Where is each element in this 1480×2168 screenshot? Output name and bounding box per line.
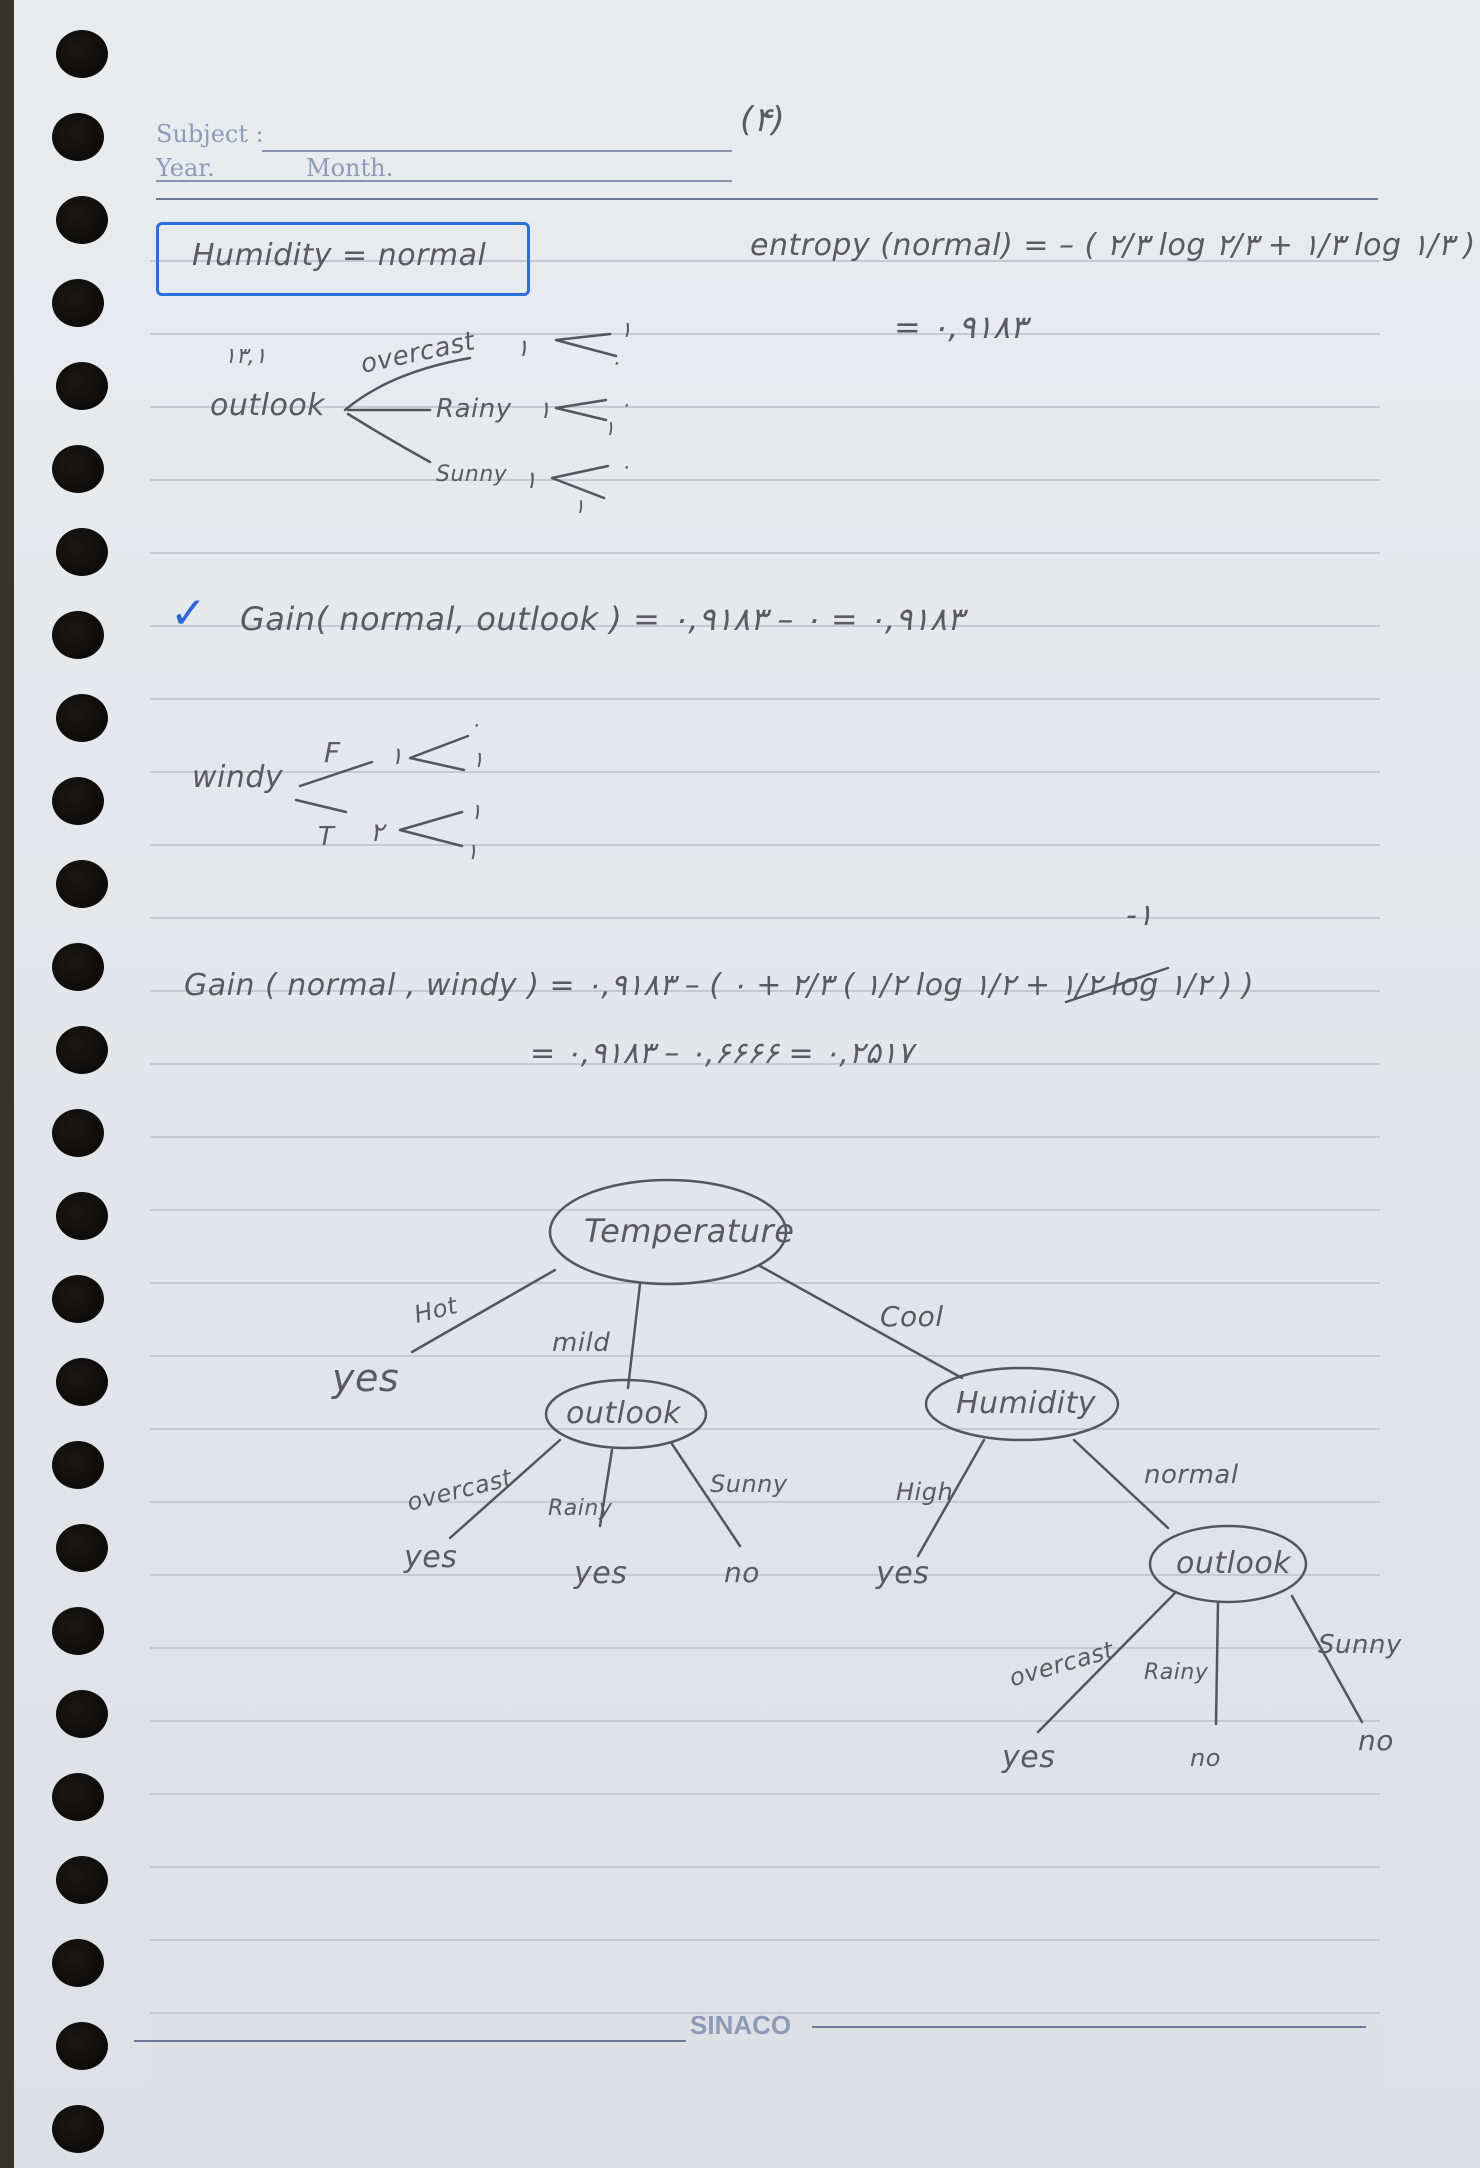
windy-branch-f-count: ۱ xyxy=(390,742,403,770)
footer-rule-left xyxy=(134,2040,686,2042)
leaf-hot-yes: yes xyxy=(332,1356,400,1400)
windy-branch-f-y: ۰ xyxy=(470,712,481,736)
gain-windy-line-1: Gain ( normal , windy ) = ۰,۹۱۸۳ – ( ۰ +… xyxy=(184,968,1254,1003)
branch-sunny-label: Sunny xyxy=(436,462,508,487)
leaf-sunny-no: no xyxy=(724,1556,760,1589)
windy-attribute: windy xyxy=(192,760,284,795)
binding-hole xyxy=(56,1524,108,1572)
checkmark-icon: ✓ xyxy=(170,588,207,639)
windy-branch-t-n: ۱ xyxy=(466,840,478,865)
binding-hole xyxy=(52,777,104,825)
edge-high: High xyxy=(896,1478,954,1506)
binding-hole xyxy=(52,279,104,327)
binding-hole xyxy=(56,1856,108,1904)
binding-hole xyxy=(56,1192,108,1240)
binding-hole xyxy=(52,445,104,493)
windy-branch-t-label: T xyxy=(318,822,335,852)
branch-sunny-count: ۱ xyxy=(524,466,537,494)
edge-rainy-right: Rainy xyxy=(1144,1660,1209,1685)
header-rule xyxy=(156,198,1378,200)
ruled-lines xyxy=(150,0,1380,2168)
year-label: Year. xyxy=(156,154,215,182)
binding-hole xyxy=(52,943,104,991)
binding-hole xyxy=(52,2105,104,2153)
binding-hole xyxy=(56,860,108,908)
edge-sunny-left: Sunny xyxy=(710,1470,788,1498)
binding-hole xyxy=(52,1773,104,1821)
binding-hole xyxy=(52,1275,104,1323)
windy-branch-t-count: ۲ xyxy=(370,818,384,848)
windy-branch-f-n: ۱ xyxy=(472,748,484,773)
branch-overcast-n: ۰ xyxy=(610,350,621,374)
leaf-high-yes: yes xyxy=(876,1556,930,1591)
binding-hole xyxy=(56,196,108,244)
binding-hole xyxy=(52,1607,104,1655)
footer-brand: SINACO xyxy=(690,2010,792,2040)
edge-rainy-left: Rainy xyxy=(548,1496,613,1521)
subject-label: Subject : xyxy=(156,120,264,148)
binding-hole xyxy=(56,2022,108,2070)
binding-hole xyxy=(52,113,104,161)
gain-windy-line-2: = ۰,۹۱۸۳ – ۰,۶۶۶۶ = ۰,۲۵۱۷ xyxy=(530,1036,914,1071)
gain-outlook: Gain( normal, outlook ) = ۰,۹۱۸۳ – ۰ = ۰… xyxy=(240,600,964,638)
branch-overcast-count: ۱ xyxy=(516,334,529,362)
month-label: Month. xyxy=(306,154,394,182)
branch-rainy-n: ۱ xyxy=(604,416,615,440)
leaf-sunny2-no: no xyxy=(1358,1724,1394,1757)
binding-hole xyxy=(52,1441,104,1489)
binding-hole xyxy=(56,30,108,78)
tree-root-node: Temperature xyxy=(584,1212,795,1250)
outlook-attribute: outlook xyxy=(210,388,326,423)
branch-rainy-y: ۰ xyxy=(620,392,631,416)
leaf-rainy-yes: yes xyxy=(574,1556,628,1591)
page-number: (۴) xyxy=(740,100,785,140)
entropy-line-2: = ۰,۹۱۸۳ xyxy=(894,308,1028,346)
binding-hole xyxy=(56,1690,108,1738)
leaf-overcast-yes: yes xyxy=(404,1540,458,1575)
binding-hole xyxy=(56,362,108,410)
entropy-line-1: entropy (normal) = – ( ۲/۳ log ۲/۳ + ۱/۳… xyxy=(750,228,1476,263)
edge-mild: mild xyxy=(552,1328,611,1358)
branch-overcast-y: ۱ xyxy=(620,318,632,343)
node-outlook-right: outlook xyxy=(1176,1546,1292,1581)
footer-rule-right xyxy=(812,2026,1366,2028)
binding-hole xyxy=(52,1939,104,1987)
edge-cool: Cool xyxy=(880,1300,944,1333)
binding-hole xyxy=(52,1109,104,1157)
section-title-box xyxy=(156,222,530,296)
windy-branch-t-y: ۱ xyxy=(470,800,482,825)
node-humidity: Humidity xyxy=(956,1386,1097,1421)
edge-sunny-right: Sunny xyxy=(1318,1630,1402,1660)
node-outlook-left: outlook xyxy=(566,1396,682,1431)
branch-sunny-n: ۱ xyxy=(574,494,585,518)
branch-rainy-count: ۱ xyxy=(538,396,551,424)
subject-line xyxy=(262,150,732,152)
binding-hole xyxy=(56,1358,108,1406)
leaf-rainy2-no: no xyxy=(1190,1744,1221,1772)
binding-hole xyxy=(56,694,108,742)
leaf-overcast2-yes: yes xyxy=(1002,1740,1056,1775)
branch-rainy-label: Rainy xyxy=(436,394,512,424)
outlook-counts: ۱۳,۱ xyxy=(224,344,267,369)
binding-hole xyxy=(56,1026,108,1074)
edge-normal: normal xyxy=(1144,1460,1239,1490)
binding-hole xyxy=(56,528,108,576)
section-title: Humidity = normal xyxy=(192,238,487,273)
branch-sunny-y: ۰ xyxy=(620,454,631,478)
gain-windy-note: -۱ xyxy=(1126,898,1153,933)
windy-branch-f-label: F xyxy=(324,736,341,769)
binding-hole xyxy=(52,611,104,659)
year-month-line xyxy=(156,180,732,182)
